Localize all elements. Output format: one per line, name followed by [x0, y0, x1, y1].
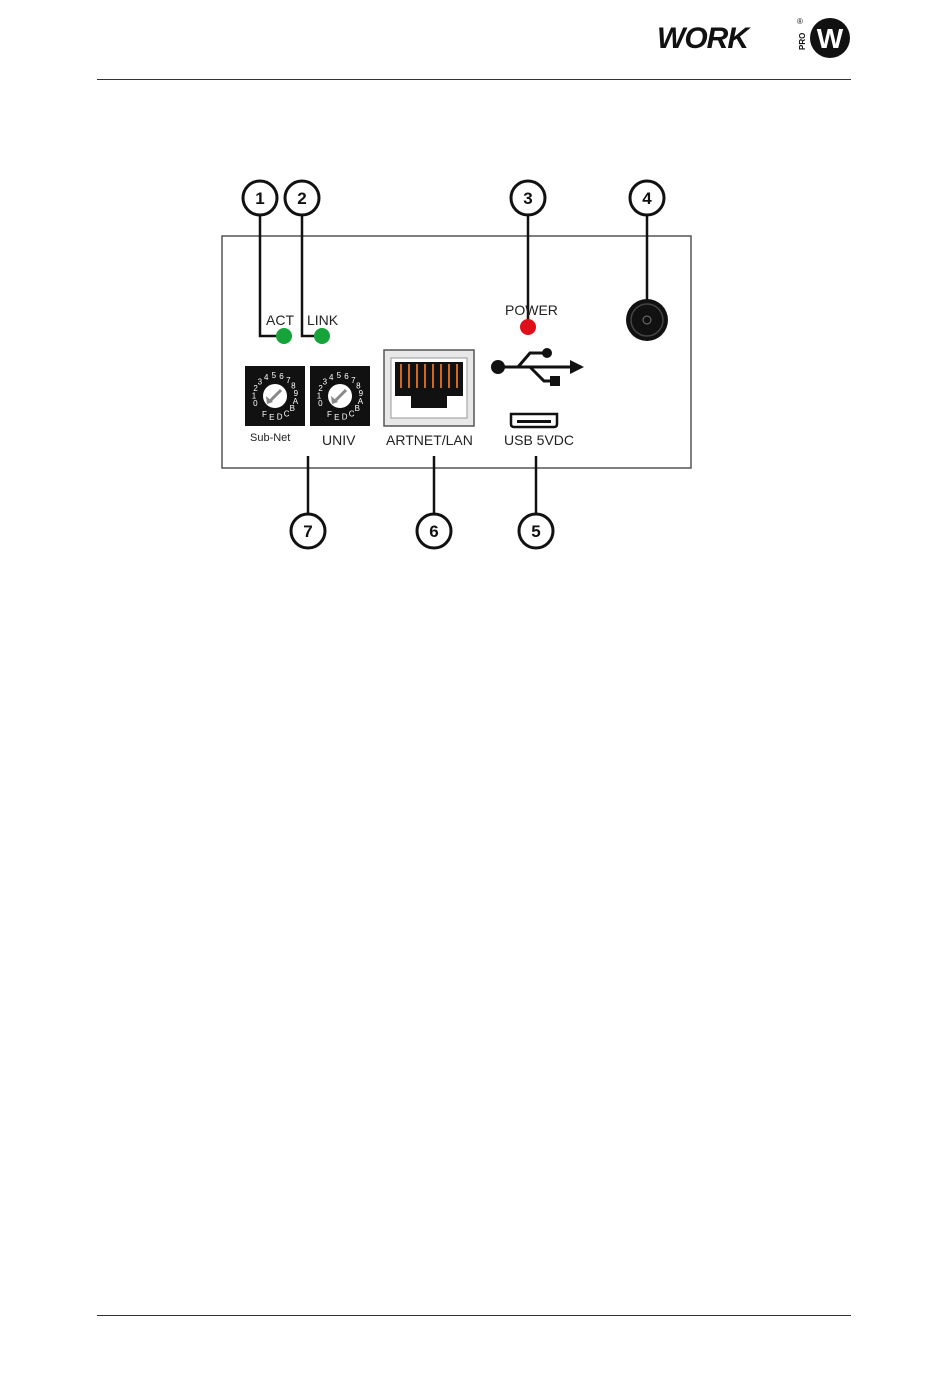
workpro-logo: WORK ® PRO W: [655, 12, 855, 64]
callout-6-number: 6: [429, 522, 438, 541]
univ-dial-digit: D: [342, 413, 348, 422]
subnet-dial-digit: F: [262, 410, 267, 419]
micro-usb-port[interactable]: [511, 414, 557, 427]
callout-7-number: 7: [303, 522, 312, 541]
subnet-dial-digit: D: [277, 413, 283, 422]
logo-mark: W: [817, 23, 844, 54]
univ-dial-digit: 6: [344, 372, 349, 381]
callout-5-number: 5: [531, 522, 540, 541]
subnet-dial-digit: B: [290, 404, 295, 413]
univ-dial-digit: F: [327, 410, 332, 419]
callout-1-number: 1: [255, 189, 264, 208]
header-rule: [97, 79, 851, 80]
logo-text: WORK: [657, 22, 751, 55]
univ-dial-digit: 3: [323, 377, 328, 386]
subnet-dial-digit: 3: [258, 377, 263, 386]
univ-dial-digit: 4: [329, 373, 334, 382]
univ-dial-digit: 5: [337, 371, 342, 380]
callout-2-number: 2: [297, 189, 306, 208]
footer-rule: [97, 1315, 851, 1316]
subnet-dial-digit: 4: [264, 373, 269, 382]
logo-registered: ®: [797, 17, 803, 26]
univ-dial-digit: E: [334, 413, 339, 422]
univ-label: UNIV: [322, 432, 356, 448]
subnet-label: Sub-Net: [250, 432, 290, 444]
subnet-dial-digit: E: [269, 413, 274, 422]
act-label: ACT: [266, 312, 294, 328]
subnet-dial-digit: 0: [253, 399, 258, 408]
callout-4-number: 4: [642, 189, 652, 208]
antenna-connector[interactable]: [626, 299, 668, 341]
link-label: LINK: [307, 312, 339, 328]
subnet-dial-digit: 6: [279, 372, 284, 381]
subnet-dial-digit: C: [284, 409, 290, 418]
univ-dial-digit: C: [349, 409, 355, 418]
act-led: [276, 328, 292, 344]
univ-dial-digit: 0: [318, 399, 323, 408]
logo-sub: PRO: [798, 33, 807, 50]
artnet-label: ARTNET/LAN: [386, 432, 473, 448]
power-label: POWER: [505, 302, 558, 318]
rear-panel-diagram: 1 2 3 4 5 6 7 ACT LINK POWER UNIV ARTNET…: [200, 170, 720, 560]
subnet-dial-digit: 5: [272, 371, 277, 380]
univ-dial-digit: B: [355, 404, 360, 413]
power-led: [520, 319, 536, 335]
usb-label: USB 5VDC: [504, 432, 574, 448]
rj45-port[interactable]: [384, 350, 474, 426]
link-led: [314, 328, 330, 344]
callout-3-number: 3: [523, 189, 532, 208]
